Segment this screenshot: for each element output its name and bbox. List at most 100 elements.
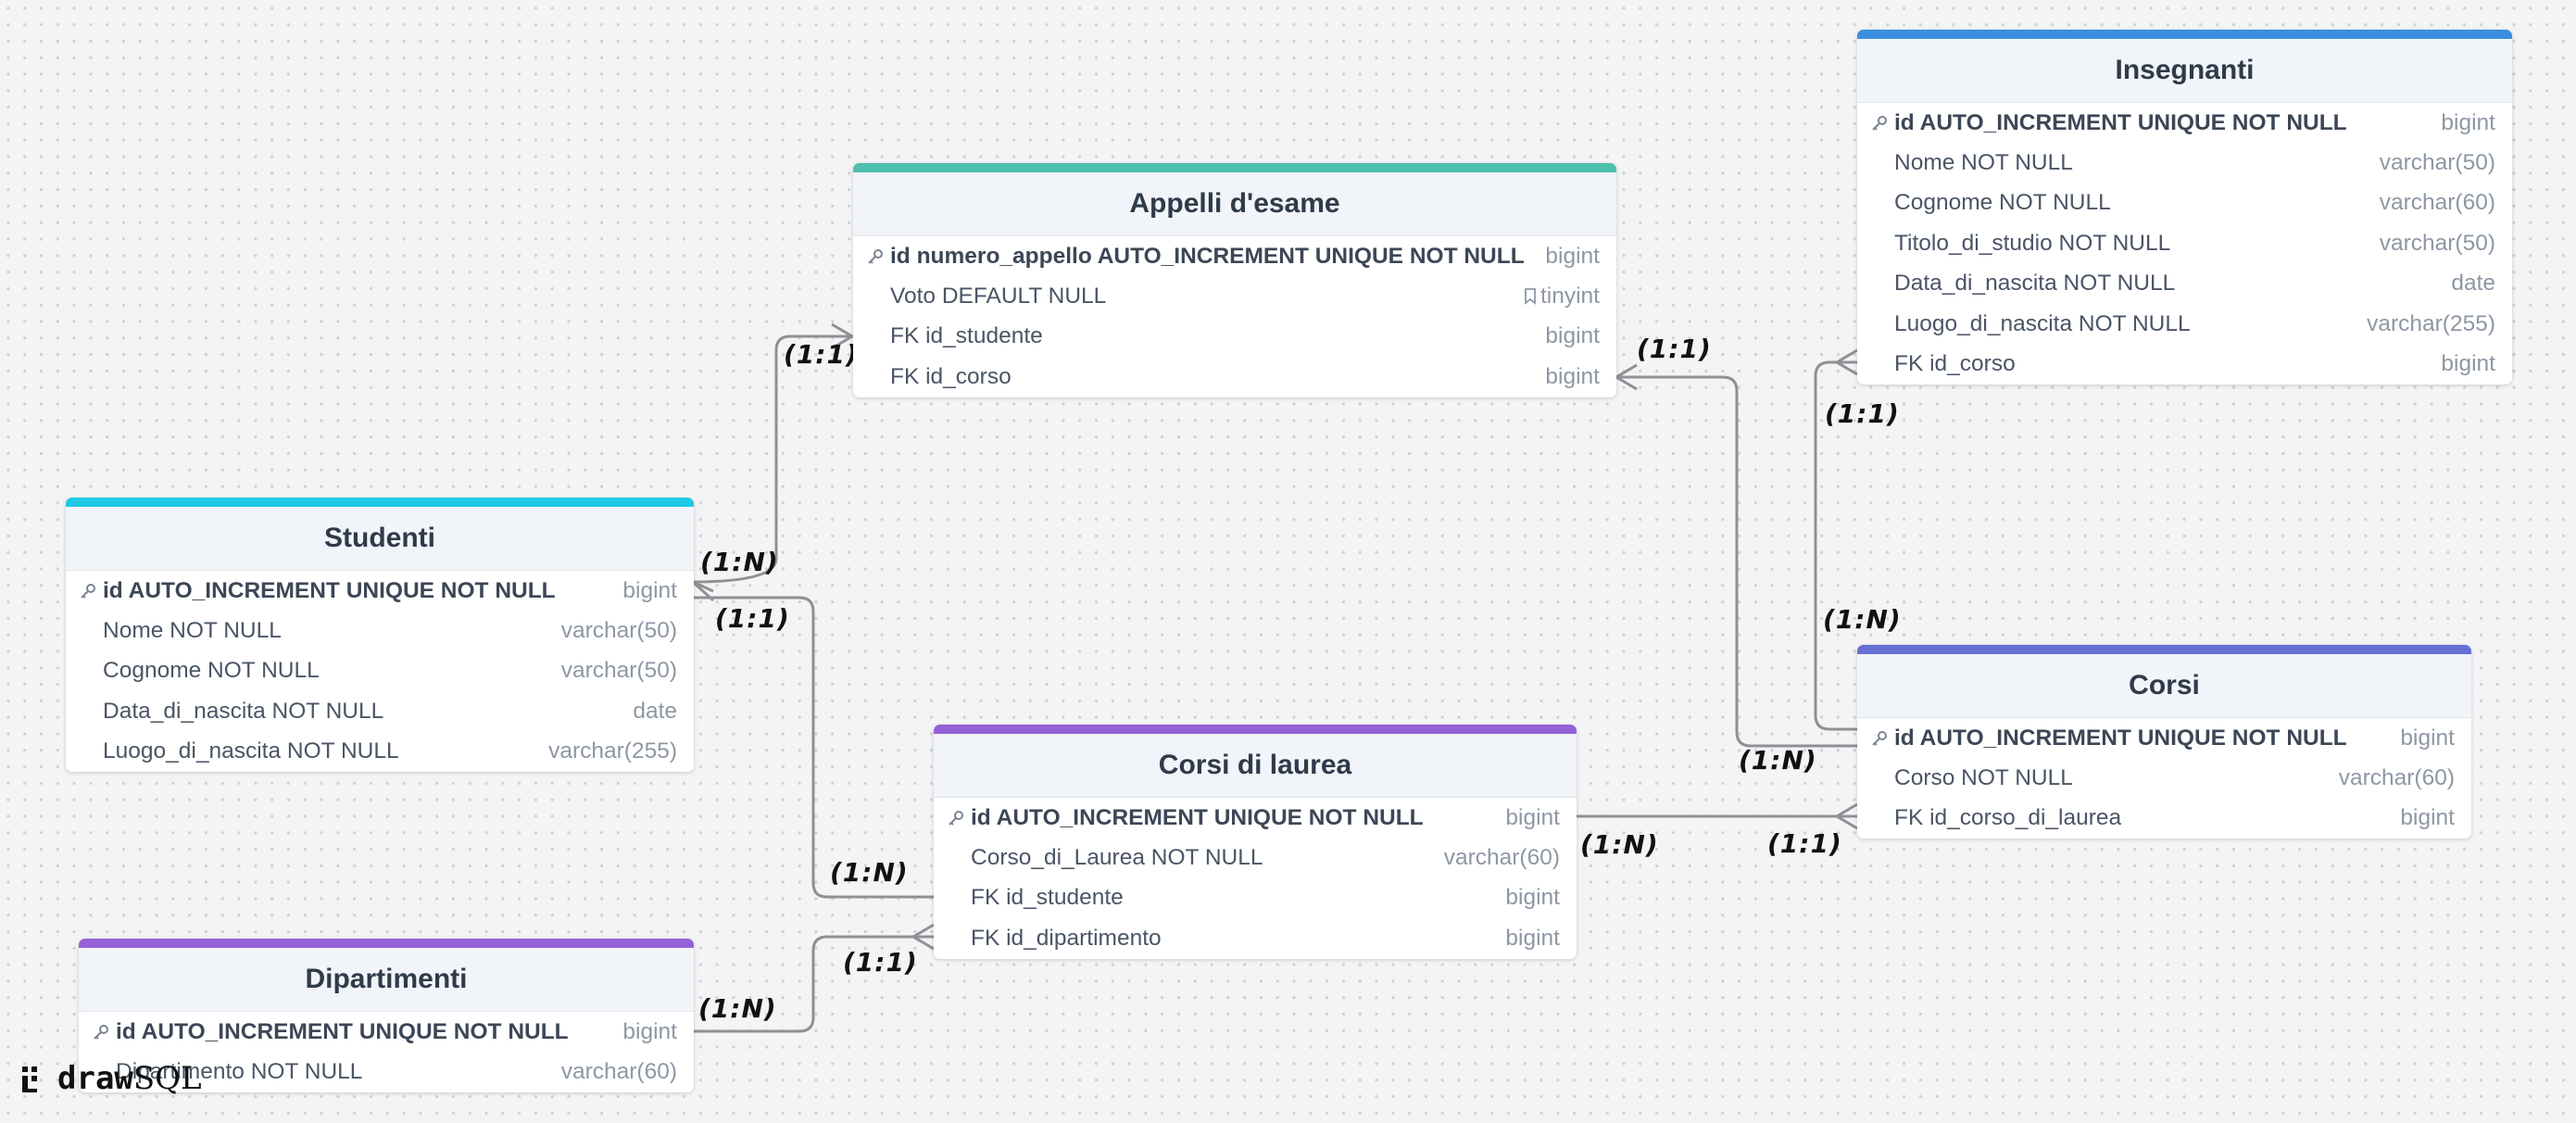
key-icon (1872, 731, 1887, 746)
column-type: bigint (1505, 925, 1560, 951)
column-type: bigint (1505, 804, 1560, 830)
relation-line (1616, 375, 1857, 748)
table-corsi[interactable]: Corsi id AUTO_INCREMENT UNIQUE NOT NULL … (1857, 645, 2471, 839)
column-row[interactable]: id AUTO_INCREMENT UNIQUE NOT NULL bigint (1857, 103, 2512, 143)
bookmark-icon (1525, 288, 1536, 305)
table-title[interactable]: Corsi di laurea (934, 734, 1577, 798)
relation-label: (1:N) (698, 993, 777, 1024)
column-name: Luogo_di_nascita NOT NULL (103, 738, 399, 764)
column-name: id numero_appello AUTO_INCREMENT UNIQUE … (890, 243, 1525, 269)
table-corsi-di-laurea[interactable]: Corsi di laurea id AUTO_INCREMENT UNIQUE… (934, 725, 1577, 959)
column-type: bigint (622, 577, 677, 603)
column-name: Data_di_nascita NOT NULL (1894, 271, 2176, 297)
column-type: bigint (622, 1018, 677, 1044)
column-row[interactable]: id AUTO_INCREMENT UNIQUE NOT NULL bigint (66, 571, 694, 611)
column-row[interactable]: id AUTO_INCREMENT UNIQUE NOT NULL bigint (934, 798, 1577, 838)
column-name: Nome NOT NULL (103, 618, 282, 644)
column-row[interactable]: Voto DEFAULT NULL tinyint (853, 276, 1616, 316)
relation-label: (1:1) (843, 947, 918, 978)
column-row[interactable]: FK id_studente bigint (934, 878, 1577, 918)
column-type: bigint (1505, 885, 1560, 911)
column-row[interactable]: Nome NOT NULL varchar(50) (66, 611, 694, 650)
relation-line (693, 596, 934, 899)
column-row[interactable]: Luogo_di_nascita NOT NULL varchar(255) (66, 732, 694, 772)
column-row[interactable]: Titolo_di_studio NOT NULL varchar(50) (1857, 223, 2512, 263)
table-title[interactable]: Corsi (1857, 654, 2471, 718)
column-name: FK id_dipartimento (971, 925, 1162, 951)
crow-foot-icon (1834, 802, 1858, 830)
column-type: bigint (2400, 805, 2455, 831)
table-appelli-desame[interactable]: Appelli d'esame id numero_appello AUTO_I… (853, 163, 1616, 397)
column-type: varchar(50) (2379, 230, 2495, 256)
column-name: FK id_studente (890, 323, 1043, 349)
column-type: varchar(50) (2379, 150, 2495, 176)
relation-label: (1:N) (1823, 604, 1902, 635)
relation-label: (1:N) (830, 857, 909, 888)
logo-text-sql: SQL (132, 1060, 202, 1097)
relation-label: (1:1) (1767, 828, 1842, 859)
column-name: FK id_corso (890, 363, 1012, 389)
column-type: tinyint (1539, 284, 1600, 309)
column-name: id AUTO_INCREMENT UNIQUE NOT NULL (103, 577, 556, 603)
relation-line (692, 334, 852, 584)
column-row[interactable]: id AUTO_INCREMENT UNIQUE NOT NULL bigint (1857, 718, 2471, 758)
column-type: varchar(60) (1443, 845, 1560, 871)
column-row[interactable]: Data_di_nascita NOT NULL date (1857, 264, 2512, 304)
column-type: bigint (1545, 323, 1600, 349)
table-title[interactable]: Appelli d'esame (853, 172, 1616, 236)
table-title[interactable]: Insegnanti (1857, 39, 2512, 103)
column-type: varchar(60) (560, 1059, 677, 1085)
column-row[interactable]: id AUTO_INCREMENT UNIQUE NOT NULL bigint (79, 1012, 694, 1052)
column-row[interactable]: FK id_dipartimento bigint (934, 918, 1577, 958)
column-type: bigint (1545, 243, 1600, 269)
table-insegnanti[interactable]: Insegnanti id AUTO_INCREMENT UNIQUE NOT … (1857, 30, 2512, 385)
relation-label: (1:N) (700, 547, 779, 577)
column-name: id AUTO_INCREMENT UNIQUE NOT NULL (1894, 725, 2347, 751)
table-title[interactable]: Dipartimenti (79, 948, 694, 1012)
column-type-with-note: tinyint (1524, 284, 1600, 309)
column-type: bigint (2441, 109, 2495, 135)
relation-label: (1:1) (1825, 398, 1900, 429)
table-dipartimenti[interactable]: Dipartimenti id AUTO_INCREMENT UNIQUE NO… (79, 939, 694, 1092)
column-name: Cognome NOT NULL (103, 658, 320, 684)
logo-text-draw: draw (57, 1060, 133, 1097)
table-title[interactable]: Studenti (66, 507, 694, 571)
column-row[interactable]: Cognome NOT NULL varchar(50) (66, 651, 694, 691)
column-type: varchar(60) (2338, 765, 2455, 791)
column-name: Data_di_nascita NOT NULL (103, 698, 384, 724)
column-type: varchar(255) (548, 738, 677, 764)
column-name: Corso NOT NULL (1894, 765, 2073, 791)
logo-mark-icon (22, 1066, 37, 1092)
column-name: id AUTO_INCREMENT UNIQUE NOT NULL (971, 804, 1424, 830)
column-name: Titolo_di_studio NOT NULL (1894, 230, 2171, 256)
column-name: FK id_studente (971, 885, 1124, 911)
relation-label: (1:1) (715, 603, 790, 634)
key-icon (949, 811, 963, 826)
column-name: Dipartimento NOT NULL (116, 1059, 363, 1085)
column-row[interactable]: Corso NOT NULL varchar(60) (1857, 758, 2471, 798)
column-row[interactable]: FK id_corso bigint (853, 357, 1616, 397)
column-type: varchar(50) (560, 658, 677, 684)
column-type: varchar(50) (560, 618, 677, 644)
relation-label: (1:1) (1637, 334, 1712, 364)
table-studenti[interactable]: Studenti id AUTO_INCREMENT UNIQUE NOT NU… (66, 498, 694, 772)
crow-foot-icon (691, 580, 715, 602)
column-name: Luogo_di_nascita NOT NULL (1894, 310, 2191, 336)
column-type: bigint (2400, 725, 2455, 751)
column-row[interactable]: id numero_appello AUTO_INCREMENT UNIQUE … (853, 236, 1616, 276)
column-name: id AUTO_INCREMENT UNIQUE NOT NULL (1894, 109, 2347, 135)
column-row[interactable]: FK id_studente bigint (853, 317, 1616, 357)
crow-foot-icon (1614, 363, 1638, 391)
column-row[interactable]: Dipartimento NOT NULL varchar(60) (79, 1052, 694, 1091)
key-icon (1872, 116, 1887, 131)
column-type: date (2451, 271, 2495, 297)
